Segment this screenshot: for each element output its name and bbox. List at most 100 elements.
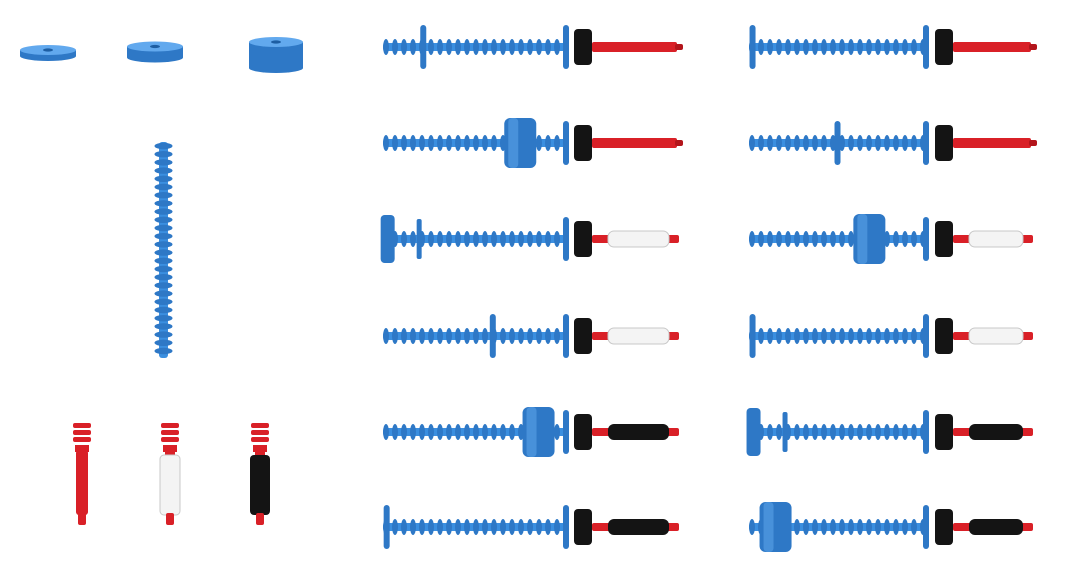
shaft-rib xyxy=(794,135,800,151)
shaft-rib xyxy=(437,39,443,55)
shaft-rib xyxy=(776,424,782,440)
tip-black xyxy=(250,423,270,525)
tip-white xyxy=(159,423,181,525)
shaft-rib xyxy=(518,519,524,535)
rod-rib xyxy=(154,290,173,297)
shaft-rib xyxy=(830,231,836,247)
shaft-rib xyxy=(383,39,389,55)
shaft-rib xyxy=(749,231,755,247)
shaft-rib xyxy=(392,39,398,55)
shaft-rib xyxy=(767,424,773,440)
shaft xyxy=(749,428,926,436)
washer-bottom xyxy=(249,63,303,73)
shaft-rib xyxy=(893,424,899,440)
rod-rib xyxy=(154,315,173,322)
washer-bottom xyxy=(127,52,183,63)
shaft-rib xyxy=(848,39,854,55)
shaft-rib xyxy=(785,39,791,55)
shaft-rib xyxy=(785,231,791,247)
shaft-rib xyxy=(482,519,488,535)
assembly-6 xyxy=(749,214,1033,264)
stop-flange xyxy=(489,314,496,358)
assembly-1 xyxy=(383,25,683,69)
rod-rib xyxy=(154,175,173,182)
shaft-rib xyxy=(446,328,452,344)
tip-rib xyxy=(251,423,269,428)
shaft-rib xyxy=(830,39,836,55)
shaft-rib xyxy=(401,328,407,344)
shaft-rib xyxy=(473,39,479,55)
shaft-rib xyxy=(446,135,452,151)
red-tip xyxy=(953,42,1031,52)
shaft-rib xyxy=(803,231,809,247)
shaft-rib xyxy=(794,39,800,55)
shaft-rib xyxy=(902,231,908,247)
shaft-rib xyxy=(455,424,461,440)
shaft-rib xyxy=(830,424,836,440)
shaft-rib xyxy=(482,135,488,151)
shaft-rib xyxy=(749,519,755,535)
shaft-rib xyxy=(500,231,506,247)
tip-end xyxy=(78,513,86,525)
rod-rib xyxy=(154,241,173,248)
shaft-rib xyxy=(767,328,773,344)
shaft-rib xyxy=(830,519,836,535)
rod-rib xyxy=(154,192,173,199)
shaft-rib xyxy=(410,135,416,151)
shaft-rib xyxy=(893,135,899,151)
assembly-7 xyxy=(383,314,679,358)
shaft-rib xyxy=(410,39,416,55)
shaft-rib xyxy=(866,135,872,151)
shaft xyxy=(749,43,926,51)
tip-red xyxy=(73,423,91,525)
shaft-rib xyxy=(455,135,461,151)
shaft-rib xyxy=(410,519,416,535)
shaft-rib xyxy=(776,39,782,55)
shaft-rib xyxy=(419,519,425,535)
shaft-rib xyxy=(509,519,515,535)
shaft-rib xyxy=(785,135,791,151)
shaft-rib xyxy=(857,519,863,535)
shaft-rib xyxy=(527,328,533,344)
black-sleeve xyxy=(969,519,1023,535)
shaft-rib xyxy=(884,328,890,344)
shaft-rib xyxy=(419,328,425,344)
tip-rib xyxy=(161,437,179,442)
shaft-rib xyxy=(446,424,452,440)
collar-flange xyxy=(563,505,569,549)
stop-end-cap xyxy=(746,408,761,456)
shaft-rib xyxy=(758,328,764,344)
tip-rib xyxy=(73,437,91,442)
shaft-rib xyxy=(875,328,881,344)
shaft-rib xyxy=(383,424,389,440)
shaft-rib xyxy=(509,231,515,247)
tip-sleeve xyxy=(250,455,270,515)
shaft-rib xyxy=(902,328,908,344)
washer-thin xyxy=(20,45,76,61)
shaft-rib xyxy=(554,519,560,535)
shaft-rib xyxy=(482,328,488,344)
shaft-rib xyxy=(848,135,854,151)
white-sleeve xyxy=(607,230,670,248)
shaft-rib xyxy=(536,39,542,55)
shaft-rib xyxy=(527,231,533,247)
shaft-rib xyxy=(491,231,497,247)
shaft-rib xyxy=(518,328,524,344)
shaft-rib xyxy=(866,519,872,535)
shaft-rib xyxy=(383,328,389,344)
black-collar xyxy=(574,414,592,450)
stop-block-highlight xyxy=(857,214,868,264)
black-collar xyxy=(935,318,953,354)
shaft-rib xyxy=(893,231,899,247)
shaft-rib xyxy=(464,519,470,535)
washer-thick xyxy=(249,37,303,73)
red-tip xyxy=(953,138,1031,148)
shaft-rib xyxy=(383,135,389,151)
shaft-rib xyxy=(437,424,443,440)
rod-rib xyxy=(154,142,173,150)
shaft-rib xyxy=(875,519,881,535)
shaft-rib xyxy=(911,328,917,344)
shaft-rib xyxy=(419,424,425,440)
rod-rib xyxy=(154,167,173,174)
collar-flange xyxy=(923,505,929,549)
